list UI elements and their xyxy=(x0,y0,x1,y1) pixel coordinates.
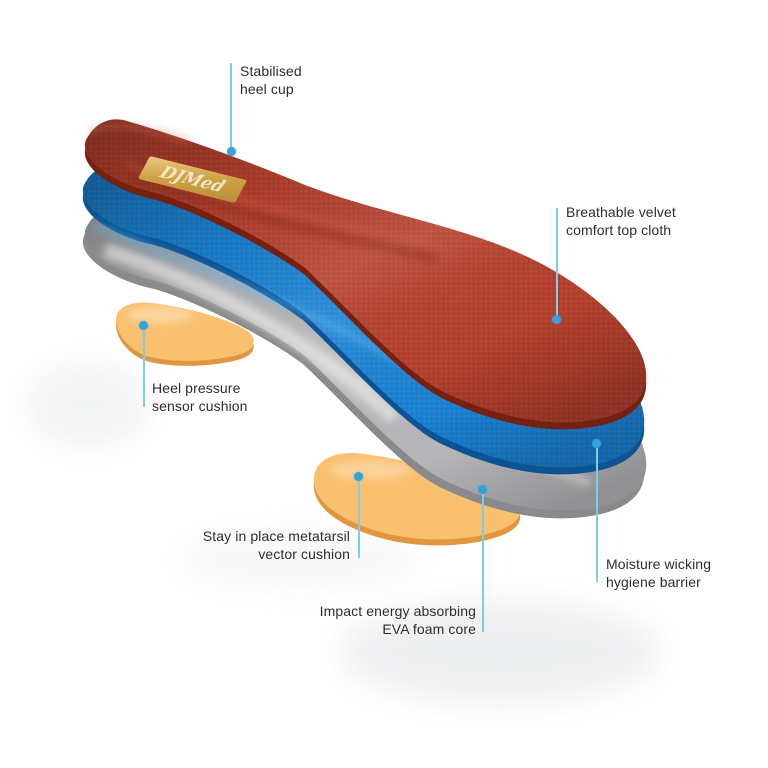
label-line: vector cushion xyxy=(258,546,350,562)
metatarsal-cushion-shape xyxy=(313,452,521,546)
callout-line xyxy=(143,330,145,407)
callout-dot xyxy=(478,485,487,494)
hygiene-barrier-layer xyxy=(82,164,645,475)
callout-dot xyxy=(552,315,561,324)
callout-label: Breathable velvet comfort top cloth xyxy=(566,203,676,239)
logo-patch-background xyxy=(138,156,247,203)
callout-dot xyxy=(592,439,601,448)
heel-cup-crease xyxy=(130,172,436,262)
callout-dot xyxy=(354,472,363,481)
label-line: heel cup xyxy=(240,81,294,97)
background-shadows xyxy=(28,363,660,704)
label-line: Heel pressure xyxy=(152,380,241,396)
heel-cushion-shape xyxy=(116,302,254,366)
label-line: hygiene barrier xyxy=(606,574,701,590)
label-line: Stabilised xyxy=(240,63,302,79)
callout-dot xyxy=(227,147,236,156)
label-line: Breathable velvet xyxy=(566,204,676,220)
callout-dot xyxy=(139,321,148,330)
callout-line xyxy=(596,448,598,582)
callout-line xyxy=(482,494,484,632)
label-line: EVA foam core xyxy=(382,621,476,637)
callout-line xyxy=(358,481,360,558)
label-line: Impact energy absorbing xyxy=(319,603,476,619)
callout-label: Stay in place metatarsil vector cushion xyxy=(128,527,350,563)
callout-label: Heel pressure sensor cushion xyxy=(152,379,248,415)
callout-line xyxy=(556,208,558,316)
callout-line xyxy=(230,63,232,148)
callout-label: Moisture wicking hygiene barrier xyxy=(606,555,711,591)
label-line: comfort top cloth xyxy=(566,222,672,238)
callout-label: Impact energy absorbing EVA foam core xyxy=(246,602,476,638)
label-line: Moisture wicking xyxy=(606,556,712,572)
label-line: sensor cushion xyxy=(152,398,248,414)
label-line: Stay in place metatarsil xyxy=(202,528,350,544)
callout-label: Stabilised heel cup xyxy=(240,62,302,98)
